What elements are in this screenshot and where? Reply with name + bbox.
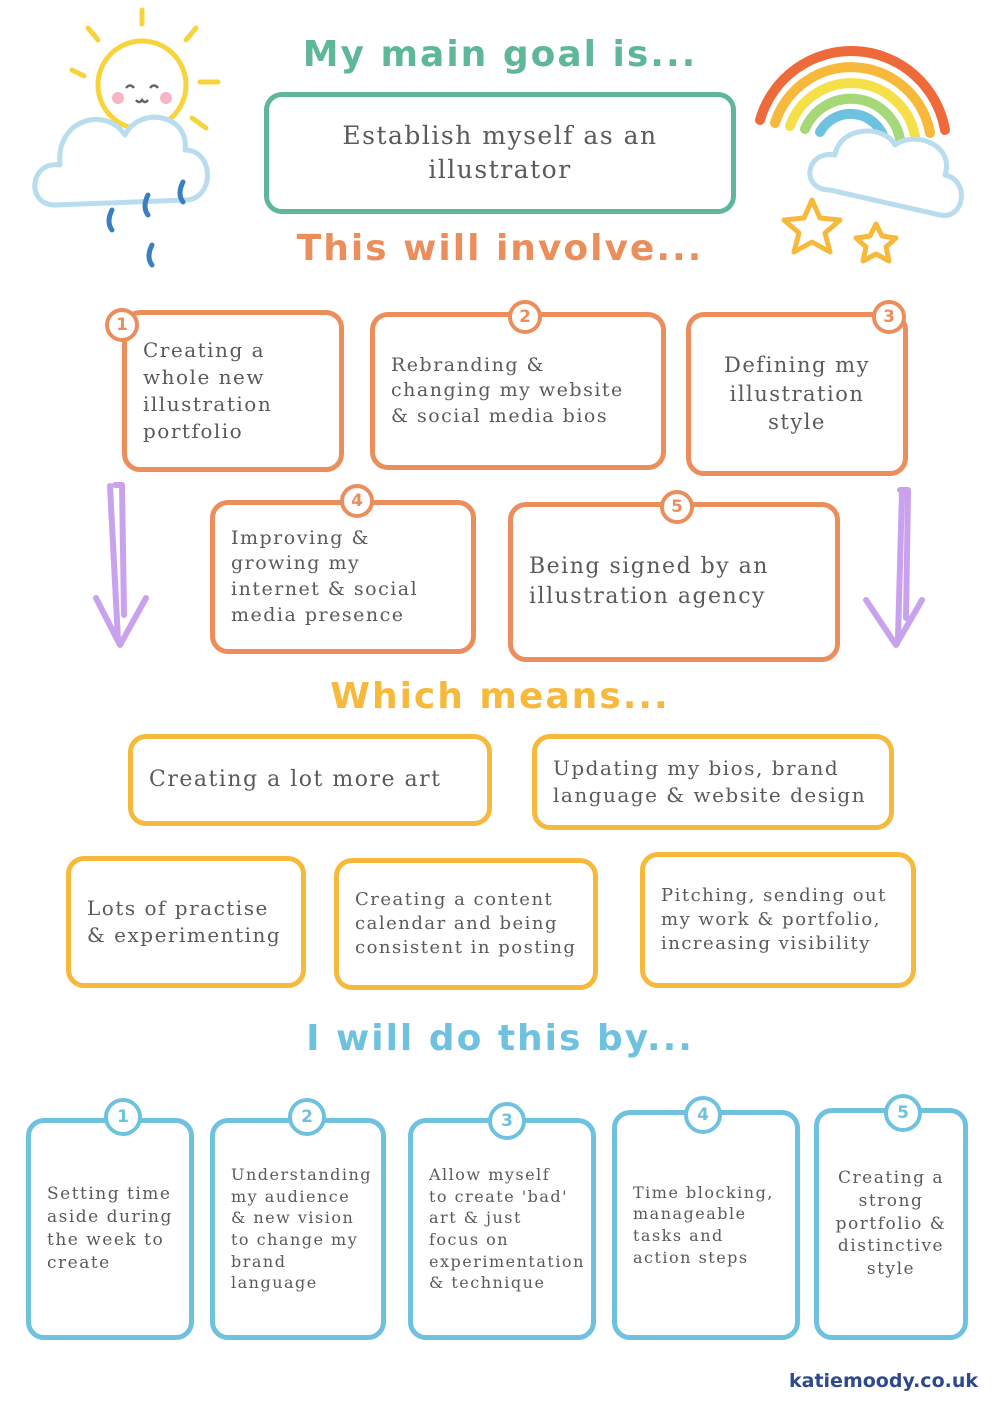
dothis-text-3: Allow myself to create 'bad' art & just …: [429, 1165, 585, 1293]
arrow-down-icon: [93, 482, 149, 648]
means-text-4: Creating a content calendar and being co…: [355, 888, 577, 959]
involve-box-5: Being signed by an illustration agency: [508, 502, 840, 662]
star-icon: [781, 197, 899, 264]
dothis-heading: I will do this by...: [306, 1018, 694, 1059]
dothis-number-1: 1: [104, 1098, 142, 1136]
involve-box-1: Creating a whole new illustration portfo…: [122, 310, 344, 472]
involve-box-3: Defining my illustration style: [686, 312, 908, 476]
means-box-2: Updating my bios, brand language & websi…: [532, 734, 894, 830]
cloud-icon: [32, 114, 210, 208]
dothis-text-5: Creating a strong portfolio & distinctiv…: [835, 1167, 947, 1280]
means-box-4: Creating a content calendar and being co…: [334, 858, 598, 990]
involve-number-1: 1: [105, 308, 139, 342]
dothis-number-5: 5: [884, 1094, 922, 1132]
means-box-5: Pitching, sending out my work & portfoli…: [640, 852, 916, 988]
involve-heading: This will involve...: [296, 228, 704, 269]
sun-face-icon: [69, 7, 221, 132]
involve-text-4: Improving & growing my internet & social…: [231, 526, 419, 626]
involve-box-4: Improving & growing my internet & social…: [210, 500, 476, 654]
involve-text-3: Defining my illustration style: [724, 353, 870, 435]
means-text-3: Lots of practise & experimenting: [87, 896, 282, 947]
raindrop-icon: [106, 179, 186, 268]
involve-number-5: 5: [660, 490, 694, 524]
means-text-5: Pitching, sending out my work & portfoli…: [661, 884, 887, 955]
involve-number-3: 3: [872, 300, 906, 334]
dothis-number-2: 2: [288, 1098, 326, 1136]
goal-text: Establish myself as an illustrator: [342, 121, 658, 184]
dothis-number-4: 4: [684, 1096, 722, 1134]
rainbow-icon: [755, 46, 950, 147]
dothis-box-2: Understanding my audience & new vision t…: [210, 1118, 386, 1340]
involve-text-1: Creating a whole new illustration portfo…: [143, 338, 273, 443]
sun-face-features: [112, 84, 172, 104]
cloud-icon: [807, 128, 964, 218]
dothis-text-1: Setting time aside during the week to cr…: [47, 1184, 173, 1273]
involve-number-4: 4: [340, 484, 374, 518]
credit-link[interactable]: katiemoody.co.uk: [789, 1370, 978, 1392]
involve-number-2: 2: [508, 300, 542, 334]
means-box-1: Creating a lot more art: [128, 734, 492, 826]
arrow-down-icon: [863, 487, 925, 648]
means-heading: Which means...: [330, 676, 670, 717]
means-text-1: Creating a lot more art: [149, 767, 442, 793]
dothis-box-3: Allow myself to create 'bad' art & just …: [408, 1118, 596, 1340]
dothis-box-1: Setting time aside during the week to cr…: [26, 1118, 194, 1340]
dothis-box-5: Creating a strong portfolio & distinctiv…: [814, 1108, 968, 1340]
goal-box: Establish myself as an illustrator: [264, 92, 736, 214]
dothis-text-2: Understanding my audience & new vision t…: [231, 1165, 373, 1293]
dothis-number-3: 3: [488, 1102, 526, 1140]
means-text-2: Updating my bios, brand language & websi…: [553, 756, 867, 807]
dothis-text-4: Time blocking, manageable tasks and acti…: [633, 1182, 774, 1267]
means-box-3: Lots of practise & experimenting: [66, 856, 306, 988]
dothis-box-4: Time blocking, manageable tasks and acti…: [612, 1110, 800, 1340]
goal-heading: My main goal is...: [302, 34, 698, 75]
involve-box-2: Rebranding & changing my website & socia…: [370, 312, 666, 470]
involve-text-5: Being signed by an illustration agency: [529, 554, 769, 609]
involve-text-2: Rebranding & changing my website & socia…: [391, 353, 624, 427]
